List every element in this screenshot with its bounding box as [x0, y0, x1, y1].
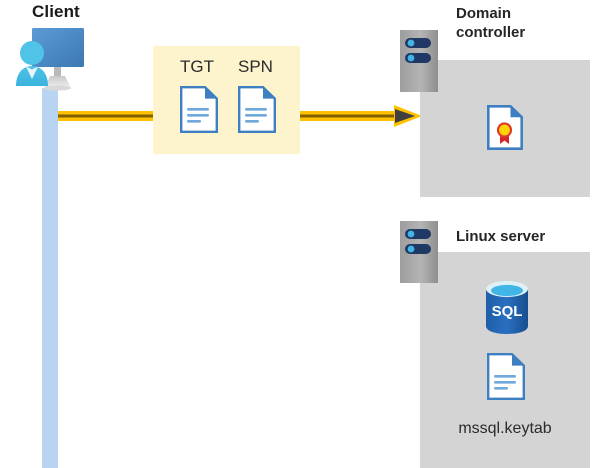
keytab-filename-label: mssql.keytab [458, 420, 552, 437]
sql-icon-text: SQL [492, 303, 523, 320]
token-message-box [153, 46, 300, 154]
certificate-icon [487, 105, 523, 150]
client-lifeline [42, 88, 58, 468]
domain-controller-title-line1: Domain [456, 5, 512, 22]
linux-server-title: Linux server [456, 228, 546, 245]
domain-controller-title-line2: controller [456, 24, 526, 41]
server-tower-icon [400, 221, 438, 283]
document-icon [487, 353, 525, 400]
server-tower-icon [400, 30, 438, 92]
document-icon [238, 86, 276, 133]
tgt-label: TGT [180, 57, 214, 76]
domain-controller-title: Domain controller [456, 4, 596, 42]
document-icon [180, 86, 218, 133]
user-workstation-icon [6, 24, 92, 94]
client-label: Client [32, 2, 80, 21]
sql-database-icon: SQL [483, 280, 531, 335]
spn-label: SPN [238, 57, 273, 76]
